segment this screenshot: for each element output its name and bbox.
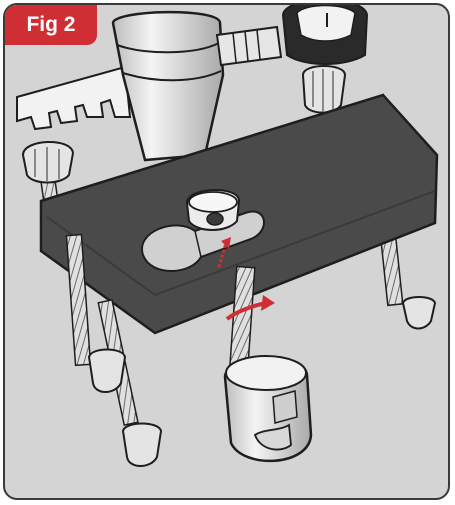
filter-housing [111, 10, 225, 162]
left-foot-1 [87, 348, 127, 393]
front-left-bolt-1 [65, 233, 92, 367]
back-left-knob [21, 140, 75, 184]
plate-slot [141, 210, 265, 272]
figure-frame: Fig 2 [3, 3, 450, 500]
figure-label: Fig 2 [5, 5, 97, 45]
left-foot-2 [121, 422, 163, 467]
assembly-illustration [16, 5, 439, 467]
comb-bracket [16, 65, 132, 131]
pipe-fitting [215, 25, 283, 67]
arrow-up-icon [217, 237, 231, 268]
top-knob [301, 65, 347, 114]
rotate-arrow-icon [225, 295, 275, 321]
mounting-plate [39, 93, 439, 335]
right-foot [401, 296, 437, 330]
